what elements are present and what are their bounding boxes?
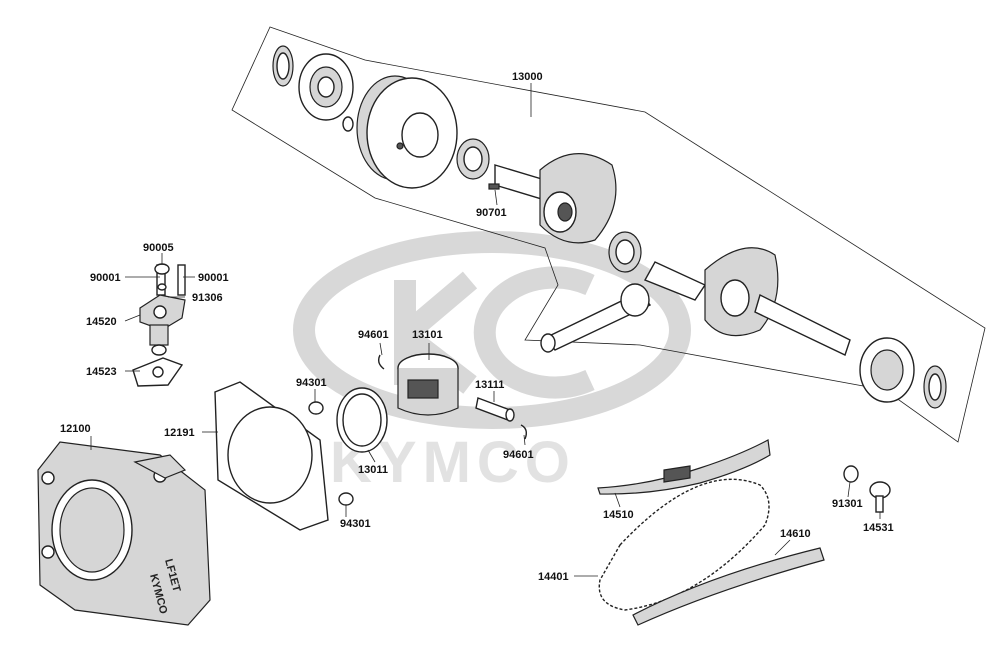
label-tensioner-guide: 14510 bbox=[603, 509, 634, 521]
label-piston-clip-top: 94601 bbox=[358, 329, 389, 341]
tensioner-drawing bbox=[132, 263, 186, 387]
crankshaft-drawing bbox=[272, 45, 947, 409]
label-cam-chain: 14401 bbox=[538, 571, 569, 583]
label-piston: 13101 bbox=[412, 329, 443, 341]
cylinder-drawing: KYMCO LF1ET bbox=[37, 441, 211, 626]
piston-drawing bbox=[308, 353, 528, 506]
label-tensioner-bolt-right: 90001 bbox=[198, 272, 229, 284]
label-piston-ring-set: 13011 bbox=[358, 464, 388, 476]
gasket-drawing bbox=[214, 381, 329, 531]
leader-lines bbox=[90, 83, 881, 577]
label-guide-bolt: 14531 bbox=[863, 522, 894, 534]
label-tensioner-bolt-center: 90005 bbox=[143, 242, 174, 254]
label-tensioner-washer: 91306 bbox=[192, 292, 223, 304]
label-crankshaft-assembly: 13000 bbox=[512, 71, 543, 83]
label-dowel-pin-top: 94301 bbox=[296, 377, 327, 389]
label-chain-tensioner: 14520 bbox=[86, 316, 117, 328]
label-cylinder: 12100 bbox=[60, 423, 91, 435]
label-piston-clip-bottom: 94601 bbox=[503, 449, 534, 461]
label-woodruff-key: 90701 bbox=[476, 207, 507, 219]
label-tensioner-bolt-left: 90001 bbox=[90, 272, 121, 284]
kymco-watermark: KYMCO bbox=[293, 231, 691, 495]
crankshaft-group-outline bbox=[231, 26, 986, 443]
label-tensioner-gasket: 14523 bbox=[86, 366, 117, 378]
label-chain-guide: 14610 bbox=[780, 528, 811, 540]
label-piston-pin: 13111 bbox=[475, 379, 504, 391]
chain-drawing bbox=[597, 439, 891, 626]
label-guide-washer: 91301 bbox=[832, 498, 863, 510]
label-cylinder-gasket: 12191 bbox=[164, 427, 195, 439]
label-dowel-pin-bottom: 94301 bbox=[340, 518, 371, 530]
part-labels: 13000 90701 90005 90001 90001 91306 1452… bbox=[60, 71, 894, 583]
